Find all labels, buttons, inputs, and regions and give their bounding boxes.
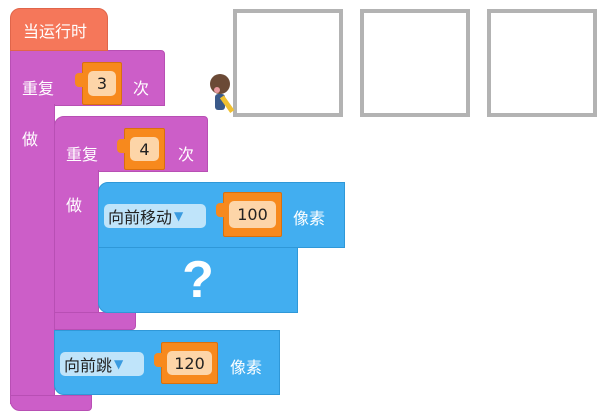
outer-repeat-bottom [10, 395, 92, 411]
distance-value: 100 [229, 201, 276, 228]
target-square-1 [233, 9, 343, 117]
inner-repeat-bottom [54, 312, 136, 330]
inner-repeat-arm [54, 170, 99, 330]
move-unit: 像素 [293, 209, 326, 228]
artist-character-icon [207, 72, 239, 116]
move-direction-dropdown[interactable]: 向前移动▼ [104, 204, 206, 228]
jump-unit: 像素 [230, 358, 263, 377]
outer-repeat-label: 重复 [22, 79, 55, 98]
outer-do-label: 做 [22, 130, 39, 149]
count-value: 4 [130, 137, 159, 161]
jump-distance-input[interactable]: 120 [154, 342, 218, 384]
distance-value: 120 [167, 351, 212, 375]
dropdown-arrow-icon: ▼ [114, 357, 124, 371]
count-value: 3 [88, 71, 116, 96]
dropdown-arrow-icon: ▼ [174, 209, 184, 223]
dropdown-value: 向前移动 [108, 208, 173, 227]
target-square-2 [360, 9, 470, 117]
jump-direction-dropdown[interactable]: 向前跳▼ [60, 352, 144, 376]
question-mark-icon: ? [182, 251, 214, 309]
outer-repeat-unit: 次 [133, 79, 150, 98]
inner-repeat-count-input[interactable]: 4 [117, 128, 165, 170]
when-run-block[interactable]: 当运行时 [10, 8, 108, 51]
dropdown-value: 向前跳 [64, 356, 113, 375]
when-run-label: 当运行时 [23, 22, 88, 41]
outer-repeat-count-input[interactable]: 3 [75, 62, 122, 105]
inner-do-label: 做 [66, 196, 83, 215]
missing-block-placeholder[interactable]: ? [98, 247, 298, 313]
target-square-3 [487, 9, 597, 117]
move-distance-input[interactable]: 100 [216, 192, 282, 237]
inner-repeat-label: 重复 [66, 145, 99, 164]
inner-repeat-unit: 次 [178, 145, 195, 164]
